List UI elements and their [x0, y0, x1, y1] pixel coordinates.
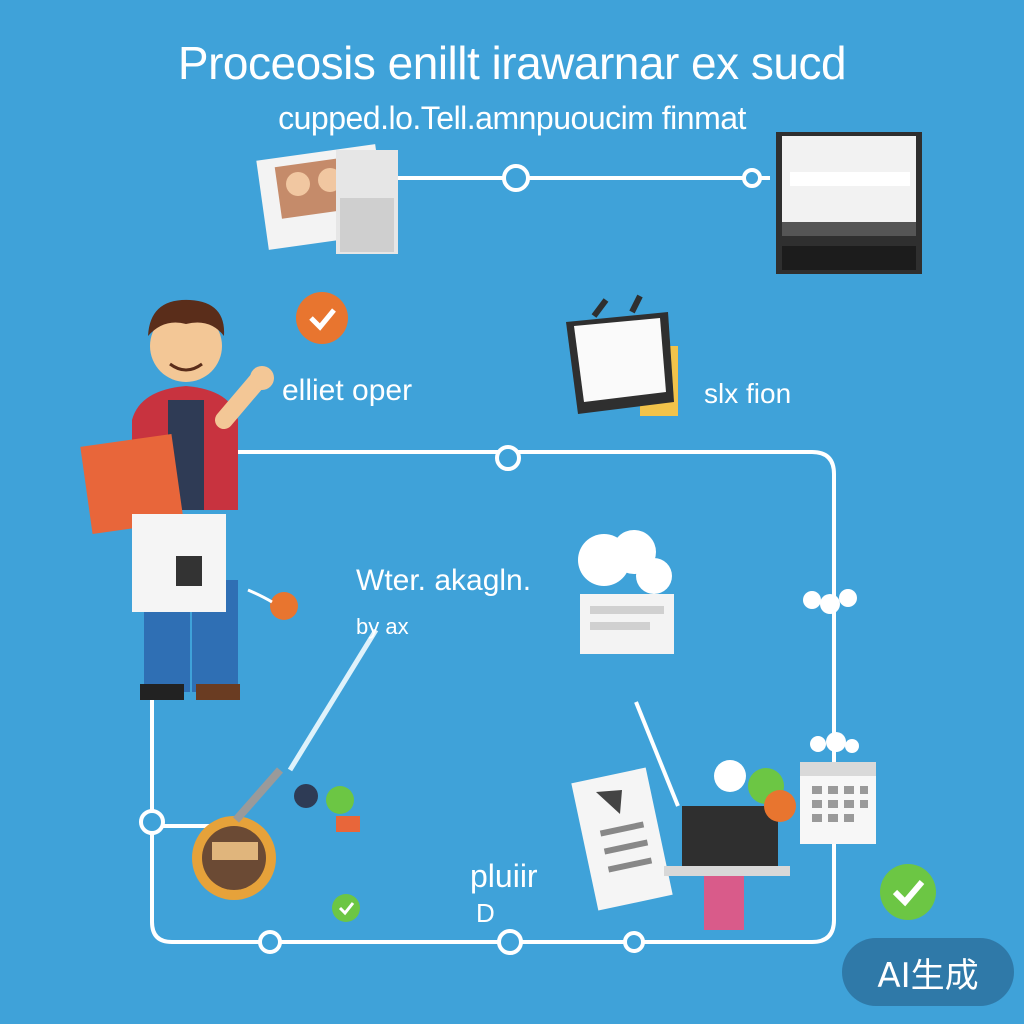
tools-badge-icon	[192, 767, 360, 900]
bottom-right-node	[623, 931, 645, 953]
label-center: Wter. akagln.	[356, 564, 532, 597]
document-list-icon	[571, 767, 673, 911]
top-end-node	[742, 168, 762, 188]
label-left-mid: elliet oper	[282, 374, 413, 407]
top-node	[502, 164, 530, 192]
bottom-mid-node	[497, 929, 523, 955]
green-check-icon	[880, 864, 936, 920]
photo-document-icon	[256, 144, 398, 254]
cloud-document-icon	[578, 530, 674, 654]
loop-connector-line	[150, 450, 836, 944]
label-center-sub: by ax	[356, 614, 409, 639]
orange-accent-icon	[247, 588, 298, 620]
person-icon	[80, 299, 274, 700]
diagram-title: Proceosis enillt irawarnar ex sucd	[177, 37, 847, 89]
printer-icon	[776, 132, 922, 274]
label-right-mid: slx fion	[704, 378, 792, 409]
label-bottom-sub: D	[476, 898, 495, 928]
small-green-check-icon	[332, 894, 360, 922]
pen-stroke	[287, 628, 379, 772]
ai-generated-badge: AI生成	[842, 938, 1014, 1006]
cloud-decorations	[803, 589, 859, 753]
bottom-left-node	[258, 930, 282, 954]
orange-check-icon	[296, 292, 348, 344]
mid-node	[495, 445, 521, 471]
left-node	[139, 809, 165, 835]
calendar-icon	[800, 762, 876, 844]
flowchart-board-icon	[566, 294, 678, 416]
diagram-subtitle: cupped.lo.Tell.amnpuoucim finmat	[278, 100, 746, 136]
connector-nodes	[139, 164, 762, 955]
laptop-icon	[634, 701, 796, 930]
label-bottom: pluiir	[470, 858, 538, 894]
